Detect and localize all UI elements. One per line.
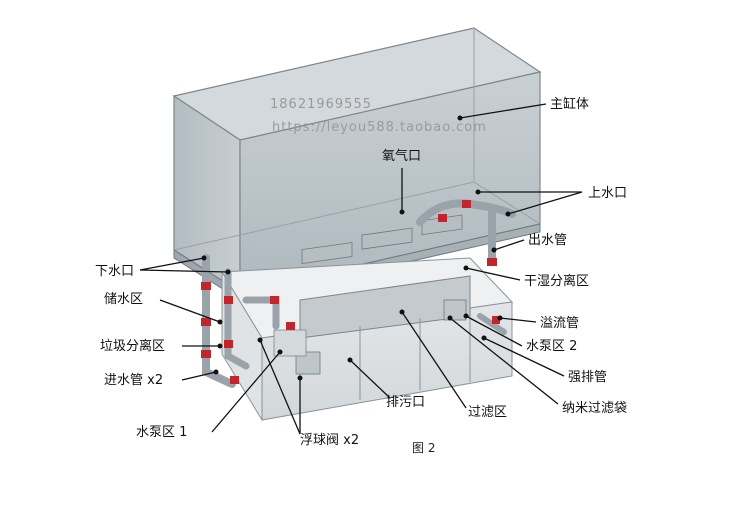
fitting xyxy=(487,258,497,266)
leader-inlet-pipe xyxy=(181,371,217,381)
leader-dot xyxy=(225,269,231,275)
figure-caption: 图 2 xyxy=(412,441,435,455)
label-float-valve: 浮球阀 x2 xyxy=(300,433,359,448)
leader-float-valve-a xyxy=(259,339,301,435)
fitting xyxy=(492,316,500,324)
label-forced-drain-pipe: 强排管 xyxy=(568,370,607,385)
label-oxygen-port: 氧气口 xyxy=(382,148,421,164)
fitting xyxy=(270,296,279,304)
fitting xyxy=(230,376,239,384)
filter-slot-2 xyxy=(361,227,413,250)
leader-dot xyxy=(213,369,219,375)
pump-2 xyxy=(443,299,467,321)
leader-dot xyxy=(217,343,223,349)
leader-dot xyxy=(481,335,487,341)
main-tank-bottom-right-edge xyxy=(473,181,541,225)
leader-nano-bag xyxy=(449,317,559,405)
leader-main-tank xyxy=(459,103,547,119)
leader-dot xyxy=(491,247,497,253)
leader-dot xyxy=(399,209,405,215)
leader-dot xyxy=(447,315,453,321)
leader-outlet-pipe xyxy=(493,239,525,251)
fitting xyxy=(201,350,211,358)
label-pump-zone-1: 水泵区 1 xyxy=(136,425,187,440)
label-drain-port: 排污口 xyxy=(386,395,425,410)
leader-dot xyxy=(297,375,303,381)
label-dry-wet-separation: 干湿分离区 xyxy=(524,273,589,289)
fitting xyxy=(438,214,447,222)
leader-dot xyxy=(257,337,263,343)
label-overflow-pipe: 溢流管 xyxy=(540,316,579,331)
leader-forced-drain xyxy=(483,337,565,377)
leader-lines xyxy=(139,103,583,435)
leader-dry-wet xyxy=(465,267,521,281)
label-upper-water-port: 上水口 xyxy=(588,186,627,201)
label-water-storage: 储水区 xyxy=(104,292,143,307)
fitting xyxy=(224,296,233,304)
fitting xyxy=(201,318,211,326)
main-tank-back-bottom-edge xyxy=(173,181,475,251)
label-garbage-separation: 垃圾分离区 xyxy=(100,338,165,354)
leader-dot xyxy=(347,357,353,363)
leader-upper-port-b xyxy=(507,191,583,215)
label-main-tank: 主缸体 xyxy=(550,96,589,112)
leader-dot xyxy=(505,211,511,217)
label-inlet-pipe: 进水管 x2 xyxy=(104,373,163,388)
fitting xyxy=(462,200,471,208)
fittings xyxy=(201,200,500,384)
watermark-phone: 18621969555 xyxy=(270,97,372,112)
fitting xyxy=(286,322,295,330)
leader-dot xyxy=(463,313,469,319)
leader-pump-2 xyxy=(465,315,523,347)
leader-dot xyxy=(277,349,283,355)
leader-overflow-pipe xyxy=(499,317,537,323)
leader-dot xyxy=(217,319,223,325)
watermark-url: https://leyou588.taobao.com xyxy=(272,120,487,135)
label-outlet-pipe: 出水管 xyxy=(528,233,567,248)
label-nano-filter-bag: 纳米过滤袋 xyxy=(562,401,627,416)
label-lower-water-port: 下水口 xyxy=(95,264,134,279)
leader-lower-port-b xyxy=(139,269,229,273)
sump xyxy=(221,214,514,422)
leader-dot xyxy=(201,255,207,261)
lower-pipe-1 xyxy=(202,254,236,388)
label-filter-zone: 过滤区 xyxy=(468,405,507,420)
leader-filter-zone xyxy=(401,311,467,409)
leader-water-storage xyxy=(159,299,221,323)
leader-drain-port xyxy=(349,359,391,399)
labels: 主缸体 氧气口 上水口 出水管 干湿分离区 下水口 储水区 垃圾分离区 进水管 … xyxy=(95,96,627,455)
main-tank xyxy=(172,27,542,301)
leader-dot xyxy=(475,189,481,195)
leader-dot xyxy=(497,315,503,321)
leader-dot xyxy=(463,265,469,271)
fitting xyxy=(224,340,233,348)
leader-dot xyxy=(457,115,463,121)
leader-lower-port-a xyxy=(139,257,205,271)
pump-1 xyxy=(295,351,321,375)
leader-pump-1 xyxy=(211,351,281,433)
leader-dot xyxy=(399,309,405,315)
fitting xyxy=(201,282,211,290)
filter-slot-1 xyxy=(301,242,353,265)
label-pump-zone-2: 水泵区 2 xyxy=(526,339,577,354)
